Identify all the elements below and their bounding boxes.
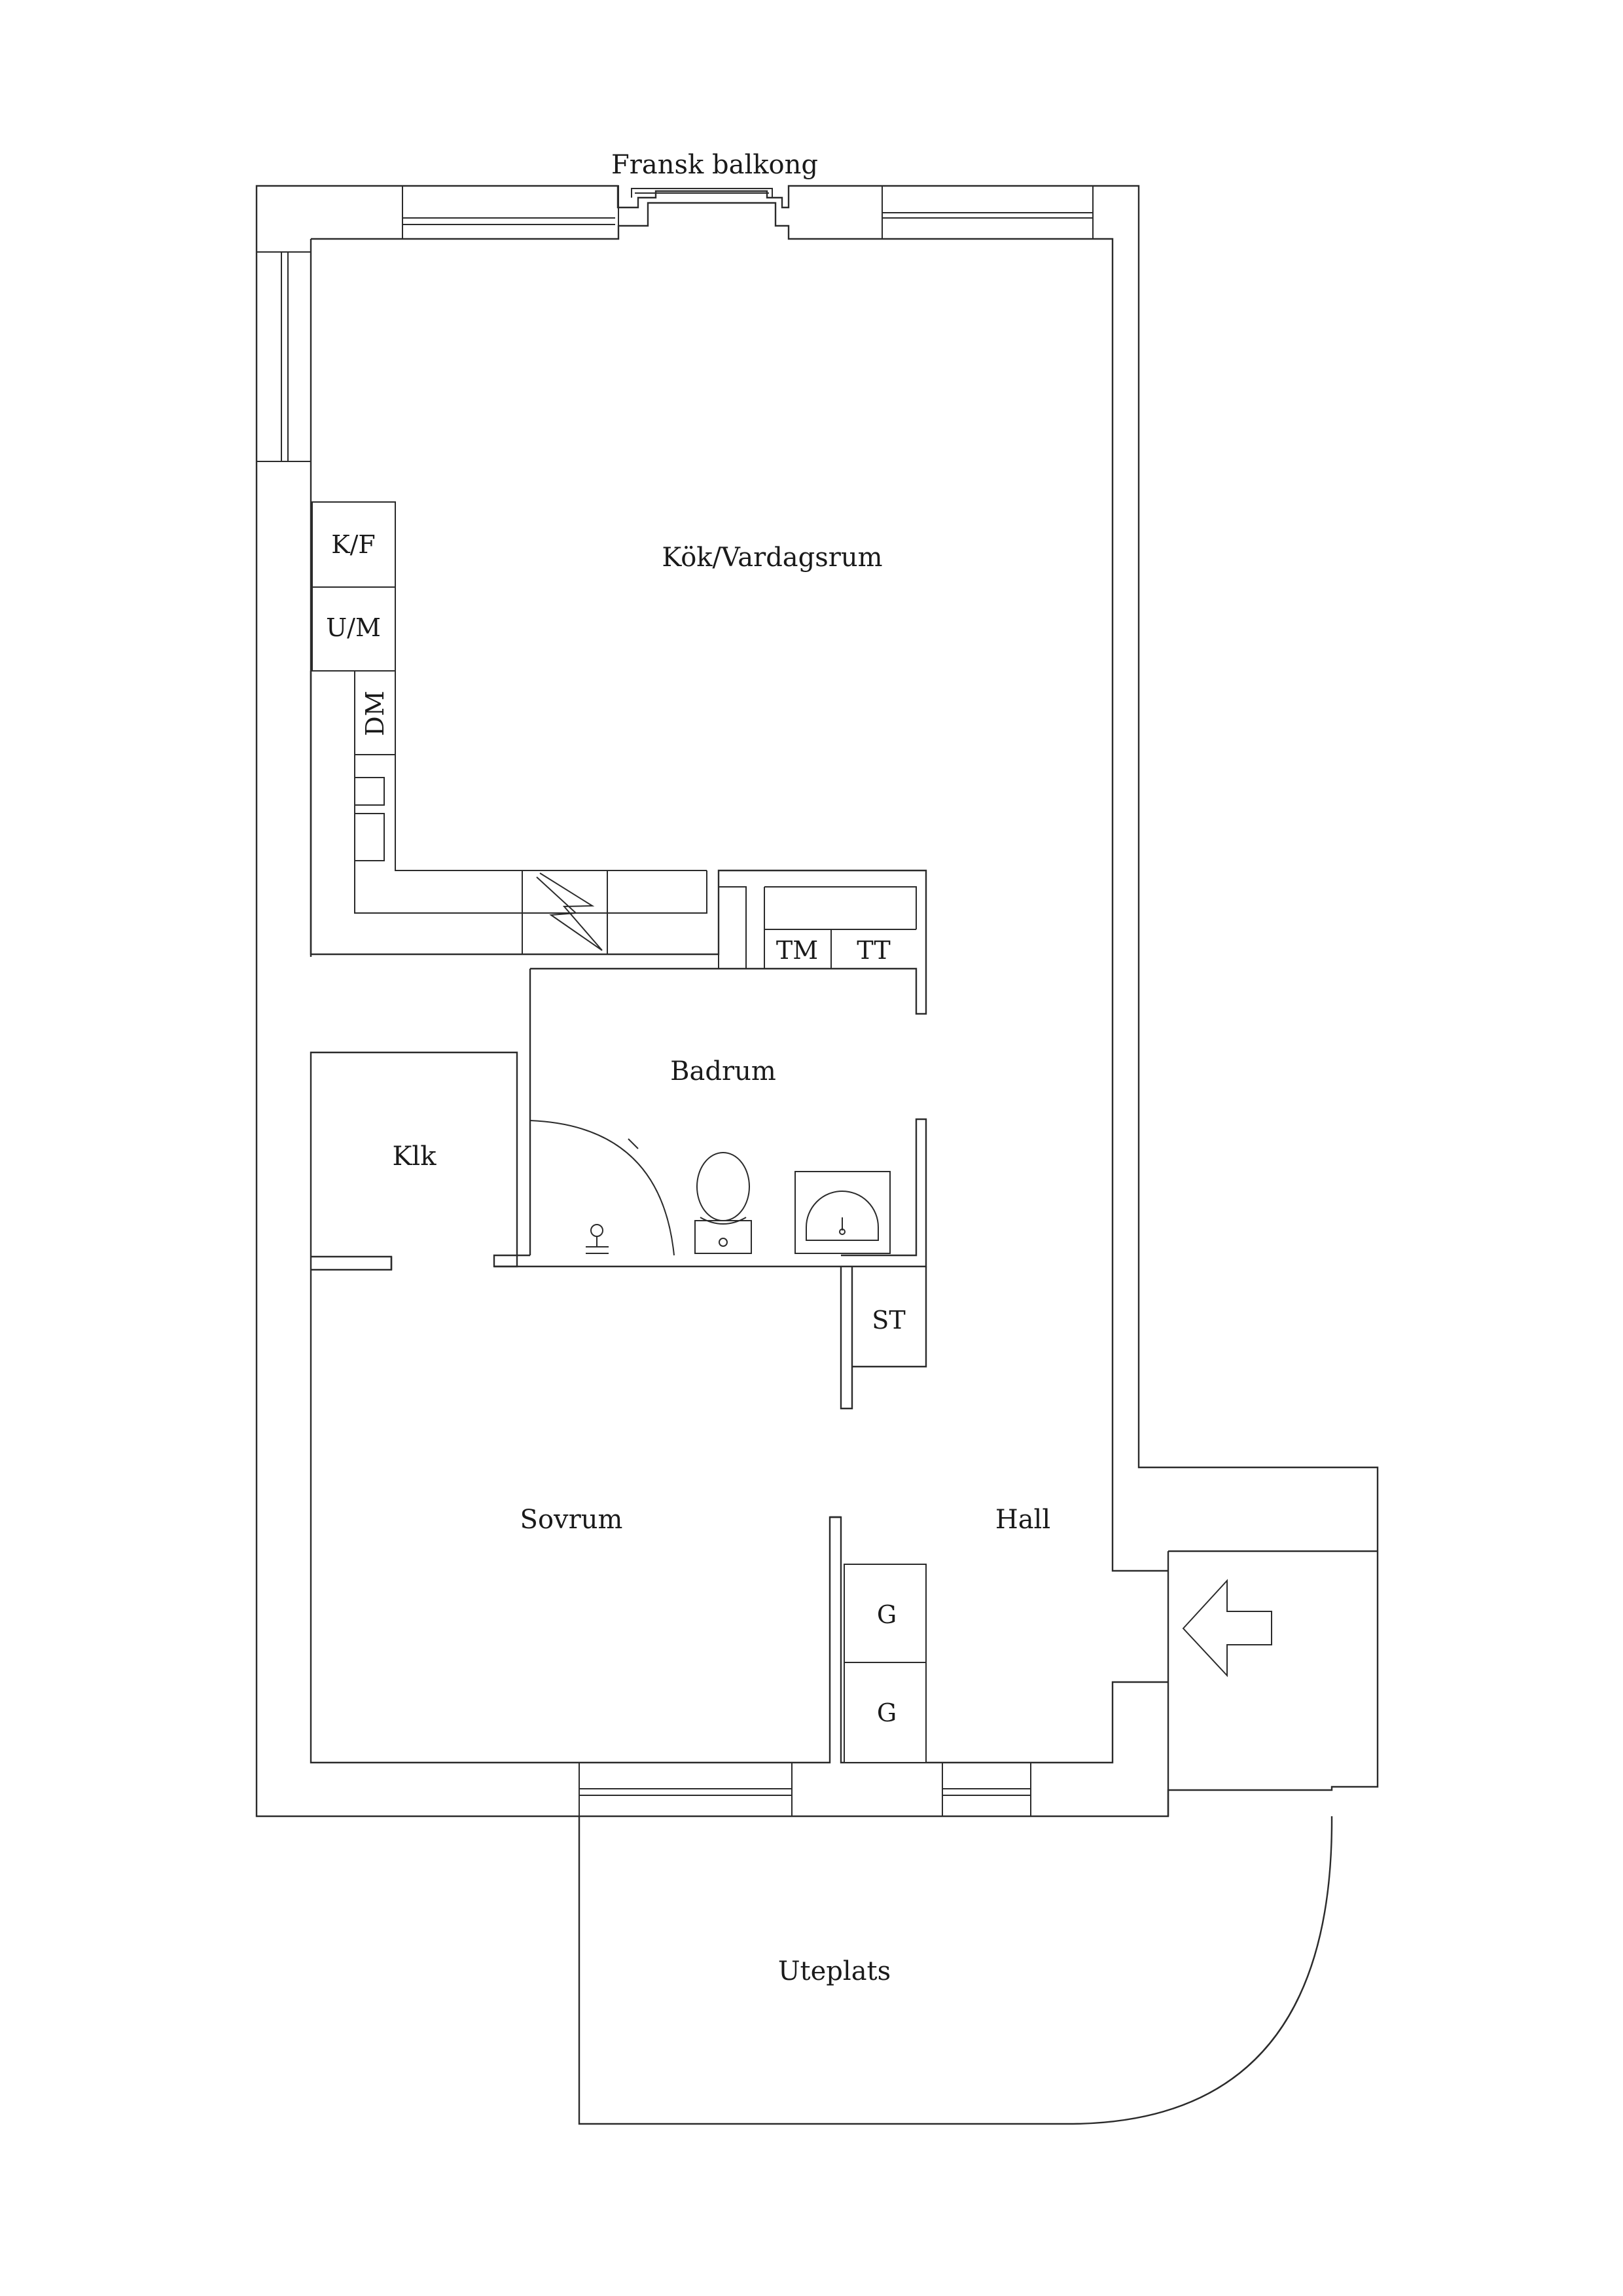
patio-outline (578, 1816, 1333, 2125)
dishwasher-label: DM (361, 691, 389, 736)
oven-microwave-label: U/M (326, 613, 381, 642)
french-balcony-frame (631, 188, 773, 198)
shower-door-arc (529, 1120, 675, 1256)
closet-wall (310, 1051, 518, 1270)
drawer (354, 813, 385, 861)
washing-machine-label: TM (776, 936, 818, 965)
storage-wall (840, 1266, 927, 1410)
laundry-niche (718, 886, 917, 969)
wardrobe-1-label: G (877, 1600, 897, 1629)
bathroom-label: Badrum (670, 1056, 776, 1086)
hall-wall (926, 1681, 1168, 1764)
electrical-panel-icon (536, 872, 603, 951)
bathroom-wall (493, 969, 927, 1268)
window-left (256, 251, 312, 462)
shower-door-swing (628, 1138, 639, 1149)
storage-label: ST (872, 1306, 905, 1335)
living-kitchen-label: Kök/Vardagsrum (662, 543, 882, 573)
outer-wall (255, 185, 1379, 1818)
wardrobe-2-label: G (877, 1698, 897, 1727)
sink-icon (794, 1171, 891, 1254)
wardrobe-2 (844, 1662, 927, 1763)
hall-label: Hall (995, 1505, 1050, 1535)
kitchen-counter-inner (354, 755, 707, 914)
fridge-freezer-unit (312, 501, 396, 588)
drawer (354, 777, 385, 806)
patio-label: Uteplats (778, 1956, 891, 1986)
kitchen-counter (310, 671, 927, 1015)
tumble-dryer-label: TT (857, 936, 890, 965)
fridge-freezer-label: K/F (331, 530, 376, 559)
french-balcony-label: Fransk balkong (611, 150, 818, 180)
shower-tap-icon (586, 1224, 609, 1254)
toilet-icon (694, 1152, 752, 1254)
oven-microwave-unit (312, 586, 396, 672)
wardrobe-1 (844, 1564, 927, 1663)
closet-door-wall (311, 1255, 393, 1271)
entrance-arrow-icon (1182, 1579, 1272, 1677)
closet-label: Klk (393, 1141, 437, 1172)
dishwasher-unit (354, 670, 396, 755)
bedroom-label: Sovrum (520, 1505, 623, 1535)
window-top-left (402, 185, 619, 240)
